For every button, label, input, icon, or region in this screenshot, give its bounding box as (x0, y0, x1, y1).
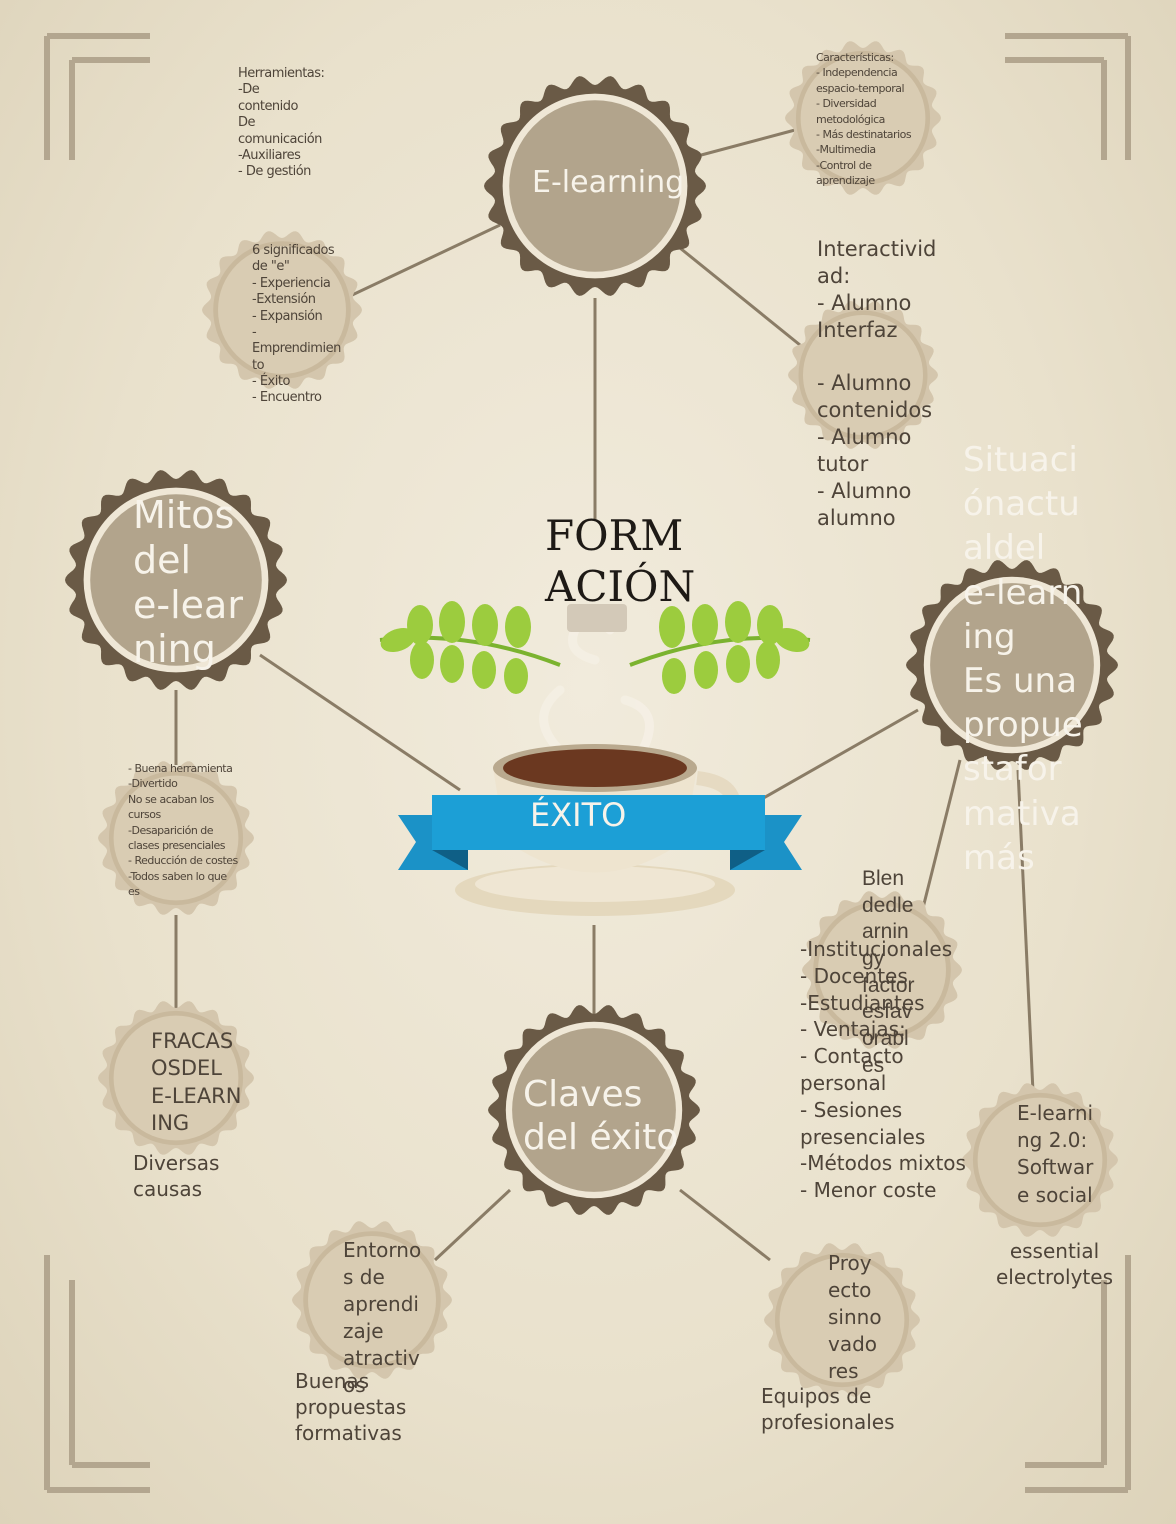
right-branch (629, 601, 811, 694)
connector-mitos-center (259, 653, 461, 792)
connector-elearning-interactividad (679, 246, 801, 347)
left-branch (379, 601, 561, 694)
node-claves (488, 1005, 700, 1215)
node-mitos (65, 470, 287, 690)
connectors (174, 128, 1035, 1262)
node-elearning-label: E-learning (532, 165, 685, 200)
proyecto-caption: Equipos de profesionales (761, 1384, 895, 1434)
node-mitos-fill (90, 494, 262, 666)
node-situacion-fill (930, 583, 1094, 747)
node-claves-label: Claves del éxito (523, 1074, 679, 1159)
node-significados-fill (218, 246, 346, 374)
node-interactividad (788, 301, 938, 449)
node-situacion (906, 560, 1118, 770)
leaves-decoration (379, 601, 811, 694)
connector-claves-entornos (433, 1188, 512, 1262)
connector-elearning-caracteristicas (689, 128, 796, 160)
title-line1: FORM (545, 511, 684, 560)
node-mitos-list-fill (113, 775, 239, 901)
connector-elearning-significados (349, 223, 501, 298)
title-tag (567, 604, 627, 632)
node-situacion-label: Situaci ónactu aldel e-learn ing Es una … (963, 440, 1083, 878)
exito-banner (398, 795, 802, 870)
elearning20-caption: essential electrolytes (996, 1239, 1113, 1289)
node-elearning20 (962, 1083, 1118, 1237)
entornos-caption: Buenas propuestas formativas (295, 1369, 407, 1445)
node-blended-label: Blen dedle arnin gy factor esfav orabl e… (862, 867, 915, 1077)
node-entornos-label: Entorno s de aprendi zaje atractiv os (343, 1238, 422, 1397)
node-claves-fill (512, 1028, 676, 1192)
herramientas-text: Herramientas: -De contenido De comunicac… (238, 66, 325, 180)
corner-frames (44, 33, 1131, 1493)
node-proyecto-label: Proy ecto sinno vado res (828, 1251, 882, 1383)
node-elearning (484, 76, 706, 296)
node-fracasos (98, 1001, 254, 1155)
node-entornos (292, 1221, 452, 1379)
node-significados-label: 6 significados de "e" - Experiencia -Ext… (252, 243, 341, 406)
connector-situacion-elearning20 (1016, 769, 1035, 1093)
nodes (65, 41, 1118, 1397)
node-blended-fill (818, 906, 946, 1034)
node-elearning-fill (509, 100, 681, 272)
node-proyecto-fill (779, 1257, 905, 1383)
node-entornos-fill (308, 1236, 436, 1364)
node-proyecto (764, 1243, 920, 1397)
node-interactividad-label: Interactivid ad: - Alumno Interfaz - Alu… (817, 237, 937, 530)
node-mitos-list-label: - Buena herramienta -Divertido No se aca… (128, 762, 238, 899)
node-fracasos-label: FRACAS OSDEL E-LEARN ING (151, 1029, 242, 1135)
node-interactividad-fill (803, 315, 923, 435)
node-caracteristicas (785, 41, 941, 195)
connector-situacion-center (759, 708, 919, 802)
connector-situacion-blended (918, 759, 962, 921)
connector-claves-proyecto (679, 1188, 771, 1262)
banner-label: ÉXITO (530, 796, 627, 834)
node-caracteristicas-fill (800, 55, 926, 181)
node-mitos-list (98, 761, 254, 915)
node-significados (202, 231, 362, 389)
node-blended (802, 891, 962, 1049)
node-caracteristicas-label: Características: - Independencia espacio… (816, 51, 912, 188)
title-line2: ACIÓN (545, 562, 696, 611)
node-elearning20-fill (977, 1097, 1103, 1223)
node-mitos-label: Mitos del e-lear ning (133, 493, 243, 672)
fracasos-caption: Diversas causas (133, 1151, 220, 1201)
node-elearning20-label: E-learni ng 2.0: Softwar e social (1017, 1101, 1094, 1207)
node-fracasos-fill (113, 1015, 239, 1141)
blended-list: -Institucionales - Docentes -Estudiantes… (800, 937, 966, 1203)
